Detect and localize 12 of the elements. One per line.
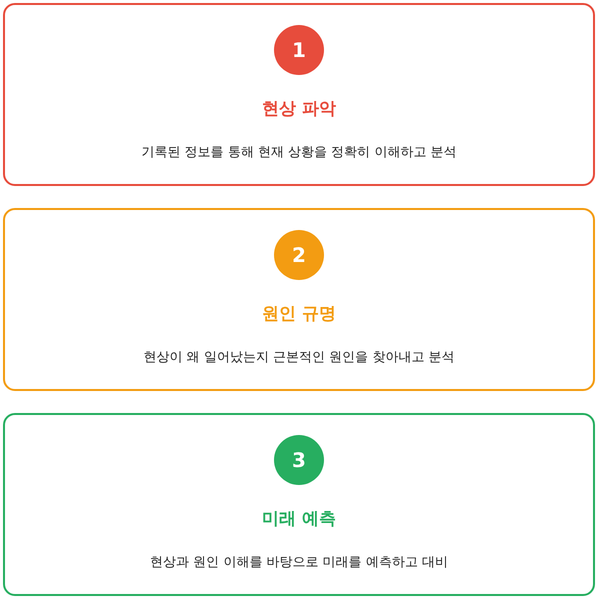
step-number-badge: 1 [274, 25, 324, 75]
step-title: 현상 파악 [261, 98, 337, 120]
step-title: 미래 예측 [261, 508, 337, 530]
step-number-badge: 3 [274, 435, 324, 485]
step-card [3, 3, 595, 186]
step-description: 기록된 정보를 통해 현재 상황을 정확히 이해하고 분석 [140, 144, 458, 161]
step-number-badge: 2 [274, 230, 324, 280]
step-title: 원인 규명 [261, 303, 337, 325]
step-card [3, 413, 595, 596]
step-description: 현상이 왜 일어났는지 근본적인 원인을 찾아내고 분석 [142, 349, 456, 366]
step-card [3, 208, 595, 391]
step-description: 현상과 원인 이해를 바탕으로 미래를 예측하고 대비 [149, 554, 449, 571]
